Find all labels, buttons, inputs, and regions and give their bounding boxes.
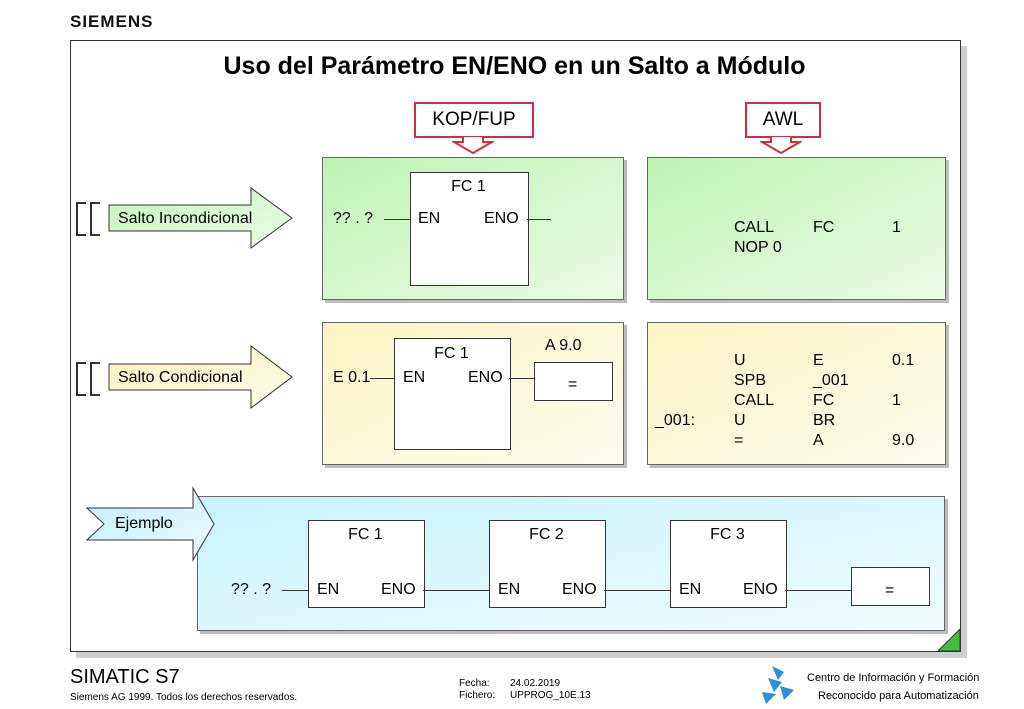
arrow-shape	[108, 187, 293, 249]
slide-title: Uso del Parámetro EN/ENO en un Salto a M…	[223, 52, 806, 80]
eno-pin: ENO	[743, 581, 778, 598]
awl-op: U	[734, 412, 746, 429]
input-operand: E 0.1	[333, 369, 371, 386]
awl-operand: _001	[813, 372, 849, 389]
fichero-label: Fichero:	[459, 690, 496, 701]
awl-value: 1	[892, 392, 901, 409]
block-name: FC 1	[451, 178, 486, 195]
down-arrow-icon	[452, 136, 494, 154]
awl-operand: FC	[813, 392, 835, 409]
awl-operand: A	[813, 432, 824, 449]
awl-value: 0.1	[892, 352, 915, 369]
awl-op: SPB	[734, 372, 767, 389]
siemens-logo: SIEMENS	[70, 12, 154, 31]
wire	[527, 219, 551, 220]
awl-op: =	[734, 432, 744, 449]
wire	[423, 590, 489, 591]
arrow-label-incondicional: Salto Incondicional	[118, 210, 253, 227]
awl-panel-condicional	[647, 322, 946, 465]
en-pin: EN	[498, 581, 521, 598]
fecha-label: Fecha:	[459, 678, 490, 689]
awl-op: U	[734, 352, 746, 369]
copyright: Siemens AG 1999. Todos los derechos rese…	[70, 692, 298, 703]
block-name: FC 1	[434, 345, 469, 362]
en-pin: EN	[418, 210, 441, 227]
en-pin: EN	[679, 581, 702, 598]
awl-panel-incondicional	[647, 157, 946, 300]
bracket-icon	[76, 362, 86, 396]
assign-coil	[851, 567, 930, 606]
training-center-logo-icon	[762, 666, 794, 704]
arrow-shape	[108, 344, 293, 410]
wire	[370, 378, 394, 379]
awl-op: NOP 0	[734, 239, 782, 256]
down-arrow-icon	[760, 136, 802, 154]
assign-coil	[534, 362, 613, 401]
en-pin: EN	[403, 369, 426, 386]
fichero-value: UPPROG_10E.13	[510, 690, 591, 701]
eno-pin: ENO	[468, 369, 503, 386]
awl-op: CALL	[734, 392, 775, 409]
fecha-value: 24.02.2019	[510, 678, 561, 689]
fc-block	[394, 338, 511, 450]
fc-block	[308, 520, 425, 608]
input-operand: ?? . ?	[231, 581, 272, 598]
product-name: SIMATIC S7	[70, 666, 180, 688]
wire	[604, 590, 670, 591]
wire	[785, 590, 851, 591]
chevron-shape	[86, 486, 215, 562]
block-name: FC 2	[529, 526, 564, 543]
block-name: FC 1	[348, 526, 383, 543]
eno-pin: ENO	[484, 210, 519, 227]
wire	[384, 219, 410, 220]
fc-block	[489, 520, 606, 608]
awl-operand: FC	[813, 219, 835, 236]
arrow-label-ejemplo: Ejemplo	[115, 515, 173, 532]
bracket-icon	[90, 202, 100, 236]
eno-pin: ENO	[562, 581, 597, 598]
tag-awl: AWL	[745, 102, 821, 138]
awl-value: 1	[892, 219, 901, 236]
bracket-icon	[90, 362, 100, 396]
awl-operand: BR	[813, 412, 836, 429]
awl-op: CALL	[734, 219, 775, 236]
wire	[282, 590, 308, 591]
input-operand: ?? . ?	[333, 210, 374, 227]
bracket-icon	[76, 202, 86, 236]
tag-kop-fup: KOP/FUP	[414, 102, 534, 138]
assign-symbol: =	[884, 582, 895, 599]
awl-jump-label: _001:	[655, 412, 696, 429]
awl-value: 9.0	[892, 432, 915, 449]
awl-operand: E	[813, 352, 824, 369]
center-line1: Centro de Información y Formación	[807, 672, 980, 684]
assign-symbol: =	[567, 376, 578, 393]
output-operand: A 9.0	[545, 337, 582, 354]
center-line2: Reconocido para Automatización	[818, 690, 979, 702]
page-corner-icon	[938, 629, 960, 651]
block-name: FC 3	[710, 526, 745, 543]
fc-block	[670, 520, 787, 608]
wire	[509, 378, 534, 379]
arrow-label-condicional: Salto Condicional	[118, 369, 243, 386]
en-pin: EN	[317, 581, 340, 598]
fc-block	[410, 172, 529, 286]
eno-pin: ENO	[381, 581, 416, 598]
